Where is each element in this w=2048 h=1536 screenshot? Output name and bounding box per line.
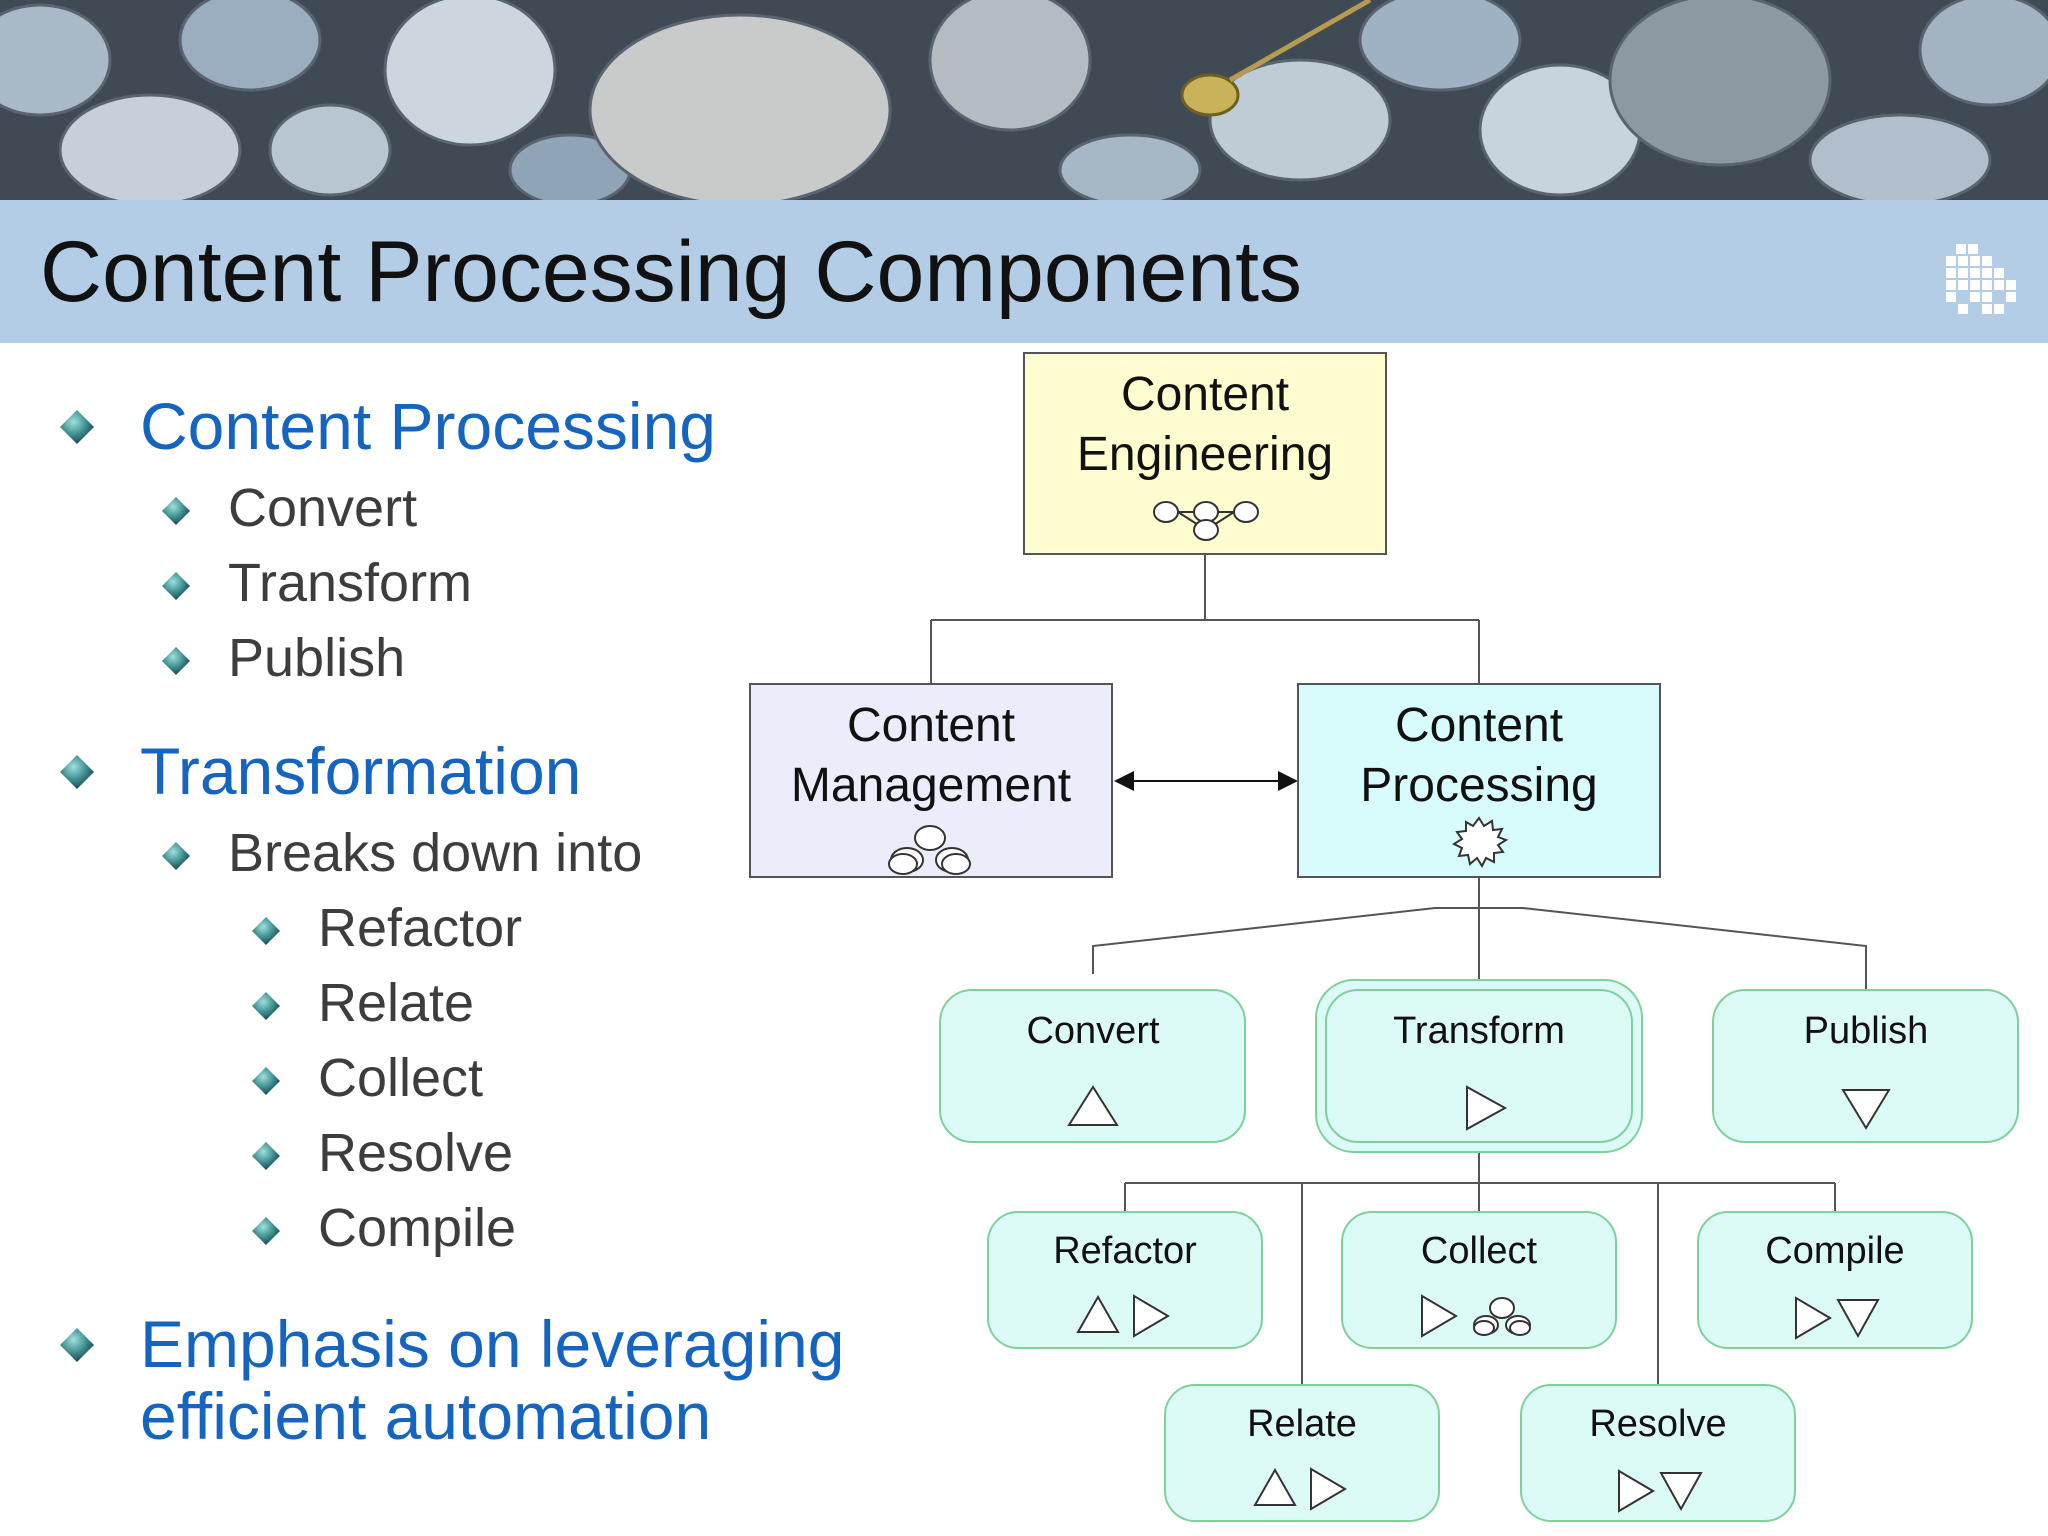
diamond-bullet-icon <box>252 1142 280 1170</box>
transform-label: Transform <box>1393 1010 1565 1052</box>
diamond-bullet-icon <box>60 410 94 444</box>
diamond-bullet-icon <box>60 1328 94 1362</box>
triangle-right-down-icon <box>1795 1296 1880 1340</box>
compile-task-node: Compile <box>1697 1211 1973 1349</box>
engineering-line-2: Engineering <box>1077 428 1333 481</box>
triangle-right-down-icon <box>1618 1469 1703 1513</box>
resolve-label: Resolve <box>1589 1403 1726 1445</box>
refactor-label: Refactor <box>1053 1230 1197 1272</box>
triangle-right-circles-icon <box>1421 1294 1531 1338</box>
management-line-2: Management <box>791 759 1071 812</box>
bullet-text: Breaks down into <box>228 823 643 883</box>
bullet-text: Transformation <box>140 734 582 808</box>
transform-task-node: Transform <box>1315 979 1643 1153</box>
bullet-text: Resolve <box>318 1123 514 1183</box>
bullet-emphasis: Emphasis on leveraging efficient automat… <box>60 1307 845 1453</box>
page-title: Content Processing Components <box>40 224 1303 320</box>
diamond-bullet-icon <box>252 992 280 1020</box>
bullet-transform: Transform <box>162 552 473 614</box>
pixel-grid-logo-icon <box>1946 244 2016 314</box>
triangle-right-icon <box>1466 1085 1508 1131</box>
bullet-text: Publish <box>228 628 406 688</box>
content-processing-node: Content Processing <box>1297 683 1661 878</box>
bullet-text: Refactor <box>318 898 523 958</box>
management-line-1: Content <box>847 699 1015 752</box>
processing-line-2: Processing <box>1360 759 1597 812</box>
connected-nodes-icon <box>1153 501 1259 541</box>
diamond-bullet-icon <box>162 647 190 675</box>
triangle-down-icon <box>1841 1089 1891 1130</box>
convert-task-node: Convert <box>939 989 1246 1143</box>
bullet-collect: Collect <box>252 1047 484 1109</box>
relate-task-node: Relate <box>1164 1384 1440 1522</box>
connector-lines <box>930 554 1867 1385</box>
refactor-task-node: Refactor <box>987 1211 1263 1349</box>
diamond-bullet-icon <box>252 917 280 945</box>
bullet-text-line-1: Emphasis on leveraging <box>140 1307 845 1381</box>
bullet-resolve: Resolve <box>252 1122 514 1184</box>
stones-banner-image <box>0 0 2048 200</box>
diamond-bullet-icon <box>162 842 190 870</box>
compile-label: Compile <box>1765 1230 1904 1272</box>
bullet-text: Convert <box>228 478 418 538</box>
diamond-bullet-icon <box>252 1067 280 1095</box>
bullet-transformation: Transformation <box>60 734 582 808</box>
collect-task-node: Collect <box>1341 1211 1617 1349</box>
triangle-up-icon <box>1067 1085 1119 1126</box>
stacked-circles-icon <box>888 825 971 875</box>
bullet-refactor: Refactor <box>252 897 523 959</box>
bullet-text: Transform <box>228 553 473 613</box>
bullet-content-processing: Content Processing <box>60 389 716 463</box>
bullet-publish: Publish <box>162 627 406 689</box>
bullet-text: Content Processing <box>140 389 716 463</box>
relate-label: Relate <box>1247 1403 1357 1445</box>
publish-label: Publish <box>1804 1010 1929 1052</box>
content-engineering-node: Content Engineering <box>1023 352 1387 555</box>
bullet-convert: Convert <box>162 477 418 539</box>
bullet-relate: Relate <box>252 972 475 1034</box>
convert-label: Convert <box>1026 1010 1159 1052</box>
diamond-bullet-icon <box>162 497 190 525</box>
bullet-text: Relate <box>318 973 475 1033</box>
collect-label: Collect <box>1421 1230 1538 1272</box>
triangle-up-right-icon <box>1253 1467 1347 1511</box>
diamond-bullet-icon <box>162 572 190 600</box>
bullet-compile: Compile <box>252 1197 517 1259</box>
diamond-bullet-icon <box>252 1217 280 1245</box>
bullet-text: Collect <box>318 1048 484 1108</box>
content-management-node: Content Management <box>749 683 1113 878</box>
engineering-line-1: Content <box>1121 368 1289 421</box>
triangle-up-right-icon <box>1076 1294 1170 1338</box>
resolve-task-node: Resolve <box>1520 1384 1796 1522</box>
processing-line-1: Content <box>1395 699 1563 752</box>
bullet-text-line-2: efficient automation <box>140 1379 712 1453</box>
publish-task-node: Publish <box>1712 989 2019 1143</box>
starburst-icon <box>1451 816 1509 869</box>
title-bar <box>0 200 2048 343</box>
bullet-breaks-down: Breaks down into <box>162 822 643 884</box>
bullet-text: Compile <box>318 1198 517 1258</box>
diamond-bullet-icon <box>60 755 94 789</box>
